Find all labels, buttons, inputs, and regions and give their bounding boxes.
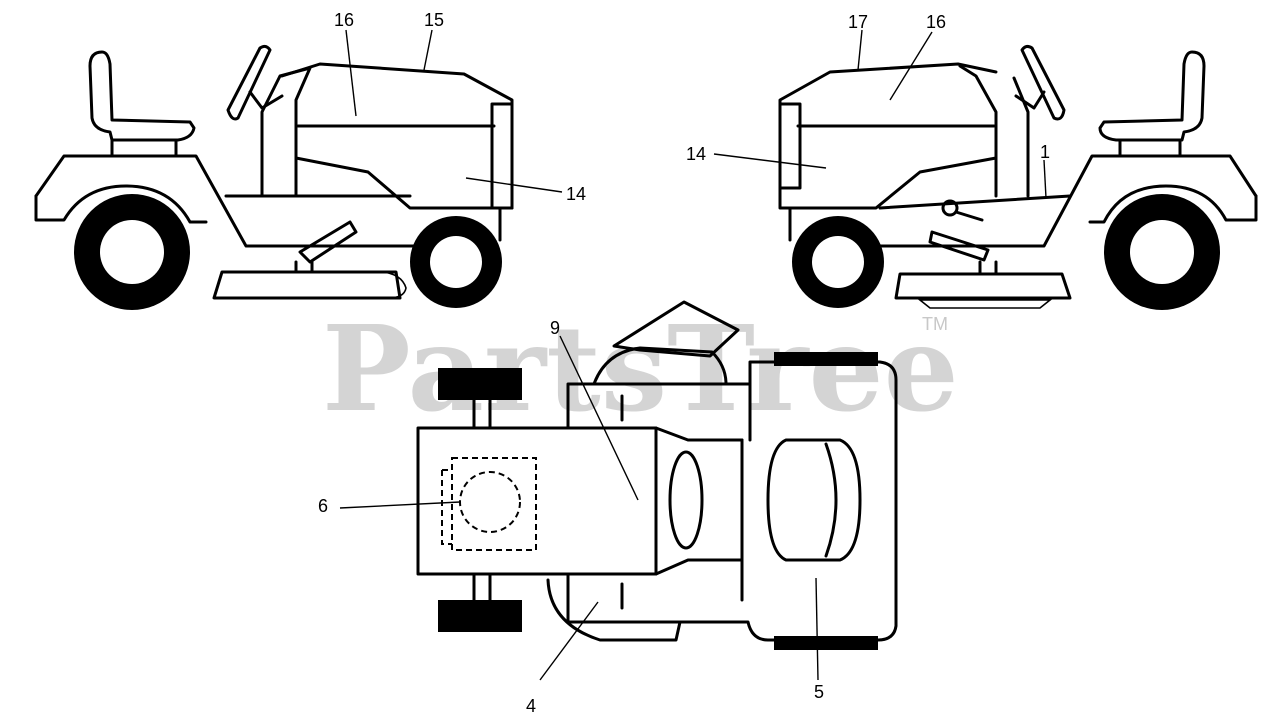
callout-label: 15 (424, 10, 444, 30)
callout-label: 16 (926, 12, 946, 32)
mower-deck (212, 270, 402, 300)
front-wheel-top (438, 368, 522, 400)
callout-label: 5 (814, 682, 824, 702)
callout-label: 14 (686, 144, 706, 164)
hood-top (416, 426, 658, 576)
hood (280, 62, 514, 210)
rear-fender (878, 154, 1258, 248)
mower-deck (894, 272, 1072, 300)
right-side-view: 17 16 14 1 (686, 12, 1258, 310)
hood (778, 62, 998, 210)
front-wheel-top (438, 600, 522, 632)
seat (88, 50, 196, 142)
callout-label: 17 (848, 12, 868, 32)
top-view: 9 6 4 5 (318, 300, 898, 716)
callout-label: 4 (526, 696, 536, 716)
seat-top (766, 438, 862, 562)
rear-wheel-top (774, 352, 878, 366)
callout-label: 9 (550, 318, 560, 338)
rear-wheel-top (774, 636, 878, 650)
trademark-mark: TM (922, 314, 948, 334)
callout-label: 6 (318, 496, 328, 516)
callout-label: 14 (566, 184, 586, 204)
seat (1098, 50, 1206, 142)
left-side-view: 16 15 14 (34, 10, 586, 310)
steering-wheel (226, 44, 272, 121)
watermark-text: PartsTree (322, 299, 959, 438)
callout-label: 16 (334, 10, 354, 30)
steering-wheel (1020, 44, 1066, 121)
callout-label: 1 (1040, 142, 1050, 162)
